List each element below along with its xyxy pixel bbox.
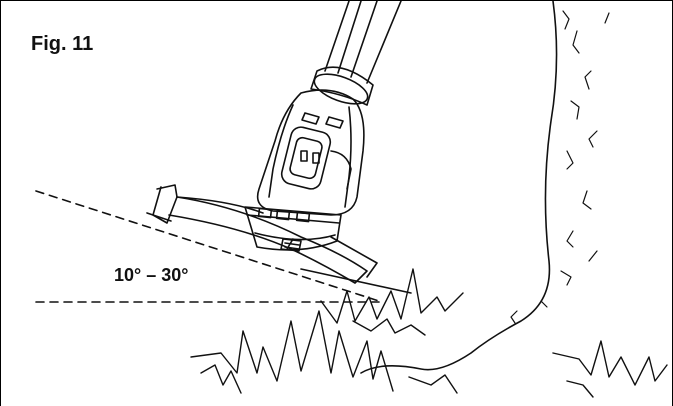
- trimmer-shaft: [311, 1, 401, 110]
- trimmer-head: [245, 207, 341, 251]
- cutting-guard: [147, 185, 377, 283]
- grass-clumps: [191, 269, 667, 397]
- angle-range-label: 10° – 30°: [114, 265, 189, 285]
- figure-label: Fig. 11: [31, 33, 94, 55]
- motor-housing: [258, 90, 364, 215]
- tree-trunk-outline: [361, 1, 557, 373]
- tilted-cutting-plane-line: [36, 191, 379, 301]
- bark-texture: [511, 11, 609, 323]
- cutting-line: [301, 269, 411, 293]
